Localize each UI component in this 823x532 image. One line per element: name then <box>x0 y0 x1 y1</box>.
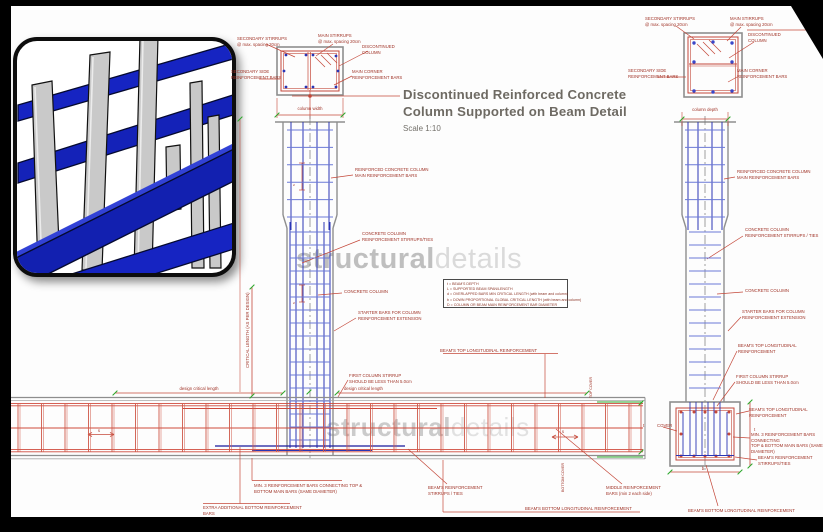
label-beam-top-reinf-joint: BEAM'S TOP LONGITUDINAL REINFORCEMENT <box>749 407 808 418</box>
note-line: b = DOWN PROPORTIONAL GLOBAL CRITICAL LE… <box>447 297 582 302</box>
frame-bottom <box>0 517 823 532</box>
render-beam-mid <box>17 94 232 184</box>
generated-geometry <box>17 129 725 452</box>
dim-col-stirrup-spacing-2: s <box>292 302 296 304</box>
leader-lines <box>706 176 744 407</box>
beam-longitudinal-bars <box>11 403 643 453</box>
label-beam-top-reinf-rightcol: BEAM'S TOP LONGITUDINAL REINFORCEMENT <box>738 343 797 354</box>
label-secondary-stirrups-top: SECONDARY STIRRUPS @ max. spacing 20cm <box>237 36 287 47</box>
center-column-elevation <box>239 116 372 458</box>
dim-column-width: column width <box>297 106 323 111</box>
leader-lines <box>301 174 361 398</box>
rebar-dots <box>282 53 340 89</box>
notes-box: t = BEAM'S DEPTH L = SUPPORTED BEAM SPAN… <box>443 279 582 308</box>
label-secondary-side-bars-top: SECONDARY SIDE REINFORCEMENT BARS <box>231 69 282 80</box>
label-discontinued-column-right: DISCONTINUED COLUMN <box>748 32 781 43</box>
discontinued-hatch <box>696 39 722 57</box>
label-beam-stirrups-joint: BEAM'S REINFORCEMENT STIRRUPS/TIES <box>758 455 813 466</box>
dim-joint-width: b <box>701 466 705 471</box>
beam-elevation <box>11 353 646 513</box>
note-line: d = OVERLAPPED BARS MIN CRITICAL LENGTH … <box>447 292 568 297</box>
beam-cross-section-top <box>259 43 400 119</box>
label-beam-bottom-reinf: BEAM'S BOTTOM LONGITUDINAL REINFORCEMENT <box>525 506 632 511</box>
discontinued-hatch <box>314 52 338 68</box>
title-block: Discontinued Reinforced Concrete Column … <box>403 87 627 133</box>
rebar-dots <box>692 40 734 94</box>
dimension-ticks <box>112 112 753 475</box>
label-extra-bottom-bars: EXTRA ADDITIONAL BOTTOM REINFORCEMENT BA… <box>203 505 302 516</box>
beam-cross-section-right <box>658 25 818 98</box>
label-starter-bars-right: STARTER BARS FOR COLUMN REINFORCEMENT EX… <box>742 309 806 320</box>
3d-render-inset <box>13 37 236 277</box>
dim-beam-depth: t <box>643 423 645 428</box>
label-first-stirrup-center: FIRST COLUMN STIRRUP SHOULD BE LESS THAN… <box>349 373 412 384</box>
dim-stirrup-spacing-right: s <box>561 429 565 434</box>
dim-col-stirrup-spacing-1: s <box>292 184 296 186</box>
note-line: L = SUPPORTED BEAM SPAN/LENGTH <box>447 287 513 292</box>
note-line: D = COLUMN OR BEAM MAIN REINFORCEMENT BA… <box>447 302 558 307</box>
frame-left <box>0 0 11 532</box>
label-middle-reinf-bars: MIDDLE REINFORCEMENT BARS (min 2 each si… <box>606 485 661 496</box>
label-first-stirrup-right: FIRST COLUMN STIRRUP SHOULD BE LESS THAN… <box>736 374 799 385</box>
dim-critical-length-vertical: CRITICAL LENGTH (AS PER DESIGN) <box>245 292 250 368</box>
drawing-title-line1: Discontinued Reinforced Concrete <box>403 87 627 102</box>
drawing-title-line2: Column Supported on Beam Detail <box>403 103 627 119</box>
label-min3-bars-joint: MIN. 3 REINFORCEMENT BARS CONNECTING TOP… <box>751 432 823 454</box>
note-line: t = BEAM'S DEPTH <box>447 282 479 286</box>
drawing-scale: Scale 1:10 <box>403 123 441 133</box>
label-beam-stirrups: BEAM'S REINFORCEMENT STIRRUPS / TIES <box>428 485 483 496</box>
label-bottom-cover: BOTTOM COVER <box>561 462 565 492</box>
frame-top <box>0 0 823 6</box>
label-starter-bars-center: STARTER BARS FOR COLUMN REINFORCEMENT EX… <box>358 310 422 321</box>
label-main-corner-bars-top: MAIN CORNER REINFORCEMENT BARS <box>352 69 403 80</box>
leader-lines <box>259 43 369 86</box>
label-main-corner-bars-right: MAIN CORNER REINFORCEMENT BARS <box>737 68 788 79</box>
3d-structure-render <box>17 41 232 273</box>
dim-joint-depth: t <box>754 427 756 432</box>
dim-design-critical-length-left: design critical length <box>179 386 219 391</box>
label-rc-column-main-bars-center: REINFORCED CONCRETE COLUMN MAIN REINFORC… <box>355 167 429 178</box>
leader-lines <box>662 410 758 507</box>
stirrup-spacing-dims <box>299 162 305 303</box>
render-beam-back <box>17 42 232 122</box>
column-bars-through-joint <box>676 402 734 456</box>
label-concrete-column-right: CONCRETE COLUMN <box>745 288 789 293</box>
watermark: structuraldetails <box>296 243 523 275</box>
dim-design-critical-length-right: design critical length <box>344 386 383 391</box>
label-discontinued-column-top: DISCONTINUED COLUMN <box>362 44 395 55</box>
leader-lines <box>203 353 640 513</box>
label-top-cover: TOP COVER <box>589 376 593 398</box>
label-concrete-column-center: CONCRETE COLUMN <box>344 289 388 294</box>
label-beam-bottom-reinf-joint: BEAM'S BOTTOM LONGITUDINAL REINFORCEMENT <box>688 508 795 513</box>
main-rebar <box>687 122 723 230</box>
label-column-stirrups-center: CONCRETE COLUMN REINFORCEMENT STIRRUPS/T… <box>362 231 434 242</box>
label-main-stirrups-top: MAIN STIRRUPS @ max. spacing 20cm <box>318 33 361 44</box>
render-beam-bottom <box>72 222 232 273</box>
label-min3-bars-center: MIN. 3 REINFORCEMENT BARS CONNECTING TOP… <box>254 483 363 494</box>
label-beam-top-reinf: BEAM'S TOP LONGITUDINAL REINFORCEMENT <box>440 348 538 353</box>
label-secondary-stirrups-right: SECONDARY STIRRUPS @ max. spacing 20cm <box>645 16 695 27</box>
label-secondary-side-bars-right: SECONDARY SIDE REINFORCEMENT BARS <box>628 68 679 79</box>
dim-stirrup-spacing-left: s <box>97 428 101 433</box>
joint-cross-section <box>662 401 758 507</box>
right-column-elevation <box>674 112 744 470</box>
dim-column-depth: column depth <box>692 107 718 112</box>
render-beam-front <box>17 149 232 273</box>
label-main-stirrups-right: MAIN STIRRUPS @ max. spacing 20cm <box>730 16 773 27</box>
label-cover-joint: COVER <box>657 423 673 428</box>
label-column-stirrups-right: CONCRETE COLUMN REINFORCEMENT STIRRUPS /… <box>745 227 819 238</box>
label-rc-column-main-bars-right: REINFORCED CONCRETE COLUMN MAIN REINFORC… <box>737 169 811 180</box>
main-rebar <box>252 122 372 451</box>
render-beam-front-top <box>17 144 232 258</box>
